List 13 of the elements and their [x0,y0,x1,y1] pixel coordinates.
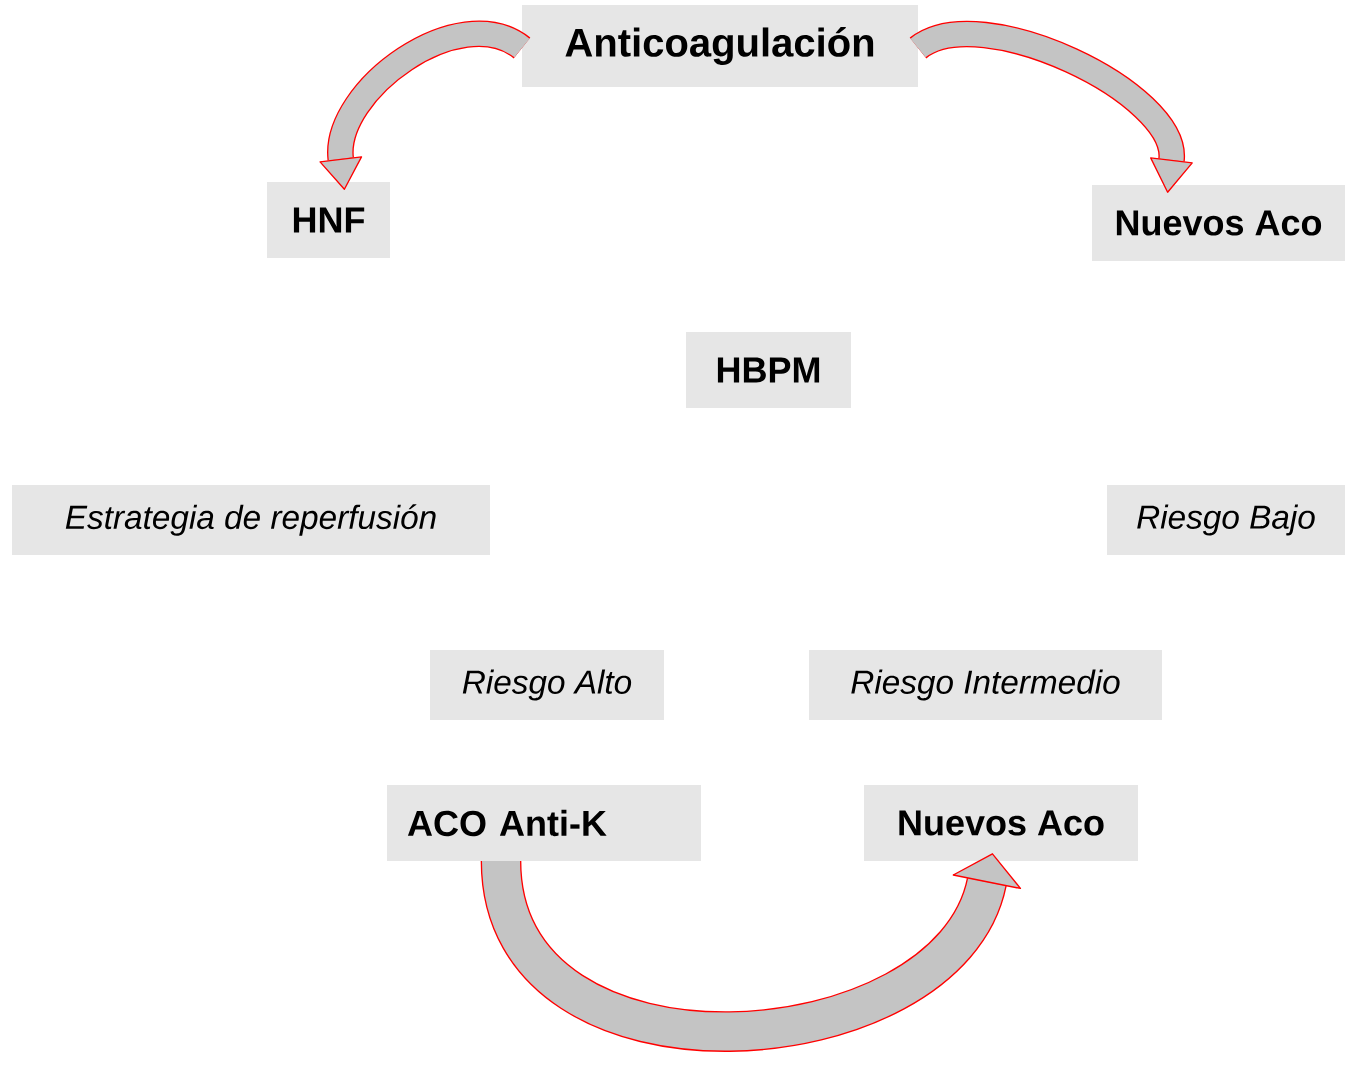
text-box: Nuevos Aco [1092,185,1345,261]
text-box: Riesgo Bajo [1107,485,1345,555]
text-box: Anticoagulación [522,5,918,87]
curved-arrow [319,20,529,190]
text-box: Riesgo Alto [430,650,664,720]
curved-arrow [911,21,1193,193]
text-box: ACO Anti-K [387,785,701,861]
text-box: Riesgo Intermedio [809,650,1162,720]
text-box: Nuevos Aco [864,785,1138,861]
text-box: HBPM [686,332,851,408]
text-box: Estrategia de reperfusión [12,485,490,555]
curved-arrow [480,853,1022,1052]
text-box: HNF [267,182,390,258]
